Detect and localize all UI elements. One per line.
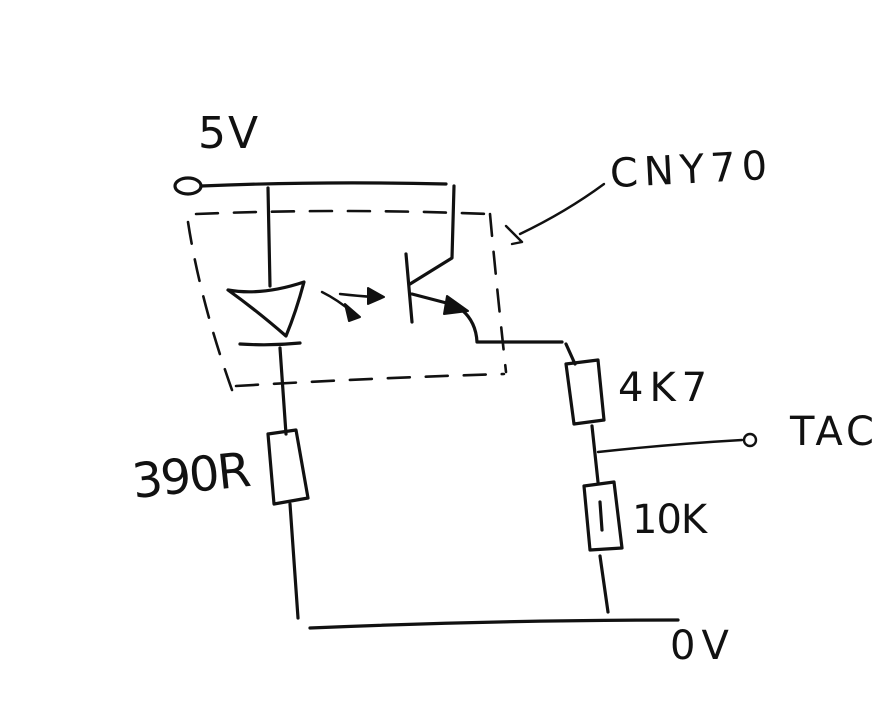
resistor-10k-mark — [598, 500, 604, 532]
resistor-390r — [266, 428, 310, 506]
package-outline-right — [488, 212, 508, 374]
light-arrow-1-head — [344, 303, 361, 322]
led-triangle — [226, 280, 306, 338]
sensor-label: CNY70 — [608, 142, 775, 198]
transistor-base-bar — [404, 252, 414, 324]
supply-label: 5V — [198, 108, 261, 159]
resistor-390r-lower-wire — [288, 502, 300, 620]
supply-rail — [199, 181, 448, 188]
output-wire — [596, 438, 744, 454]
emitter-to-resistor-wire — [460, 308, 564, 344]
package-outline-bottom — [234, 372, 506, 388]
resistor-4k7-upper-wire — [564, 342, 577, 366]
sensor-pointer-line — [518, 182, 606, 236]
led-anode-wire — [266, 186, 272, 288]
light-arrow-2-head — [367, 287, 385, 305]
sensor-pointer-head — [504, 224, 524, 246]
ground-rail — [308, 618, 680, 630]
transistor-collector — [408, 184, 456, 286]
resistor-10k-lower-wire — [598, 554, 610, 614]
supply-terminal — [173, 176, 203, 196]
led-cathode-bar — [238, 341, 302, 347]
led-resistor-label: 390R — [129, 442, 252, 510]
divider-mid-wire — [590, 424, 600, 484]
output-terminal — [742, 432, 758, 448]
led-cathode-wire — [278, 346, 288, 436]
ground-label: 0V — [670, 623, 735, 669]
resistor-top-label: 4K7 — [618, 365, 714, 411]
package-outline-left — [186, 220, 234, 392]
package-outline-top — [194, 209, 490, 216]
output-label: TAC — [790, 409, 878, 455]
resistor-4k7 — [564, 358, 606, 426]
resistor-10k — [582, 480, 624, 552]
resistor-bottom-label: 10K — [632, 497, 707, 543]
